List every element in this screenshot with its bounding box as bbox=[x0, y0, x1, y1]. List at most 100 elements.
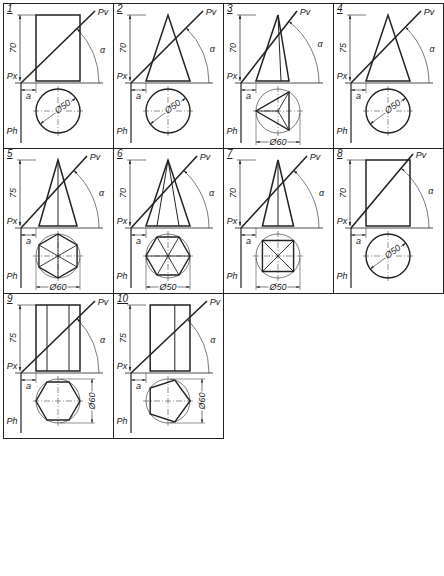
projection-panel bbox=[125, 156, 213, 290]
trace-label: Ph bbox=[336, 272, 347, 281]
extension-line bbox=[36, 228, 37, 238]
extension-line bbox=[190, 258, 191, 290]
pyramid-front-view bbox=[256, 15, 289, 81]
dimension-line bbox=[241, 90, 256, 91]
projection-axis bbox=[345, 83, 433, 84]
trace-label: Ph bbox=[116, 127, 127, 136]
pyramid-edge bbox=[168, 160, 179, 226]
axis-label: Px bbox=[7, 362, 18, 371]
plane-trace bbox=[131, 11, 203, 83]
top-view-circle bbox=[366, 89, 410, 133]
prism-edge bbox=[174, 305, 175, 371]
trace-label: Pv bbox=[416, 151, 427, 160]
top-view-circle bbox=[36, 89, 80, 133]
drawing-panel: 1075PvPxαaPhØ60 bbox=[113, 293, 224, 439]
top-view-circle bbox=[146, 234, 190, 278]
angle-label: α bbox=[100, 335, 105, 344]
offset-label: a bbox=[246, 92, 251, 101]
diameter-dimension: Ø50 bbox=[268, 283, 287, 292]
diameter-dimension: Ø50 bbox=[163, 98, 184, 116]
height-dimension: 75 bbox=[9, 188, 18, 198]
extension-line bbox=[146, 83, 147, 93]
angle-arc bbox=[401, 168, 429, 228]
projection-axis bbox=[235, 228, 323, 229]
pyramid-edge bbox=[256, 111, 278, 112]
diameter-dimension: Ø60 bbox=[88, 391, 97, 410]
dimension-line bbox=[21, 380, 36, 381]
trace-label: Pv bbox=[206, 8, 217, 17]
height-dimension: 70 bbox=[119, 43, 128, 53]
dimension-line bbox=[20, 305, 21, 371]
panel-number: 6 bbox=[117, 149, 123, 159]
diameter-dimension: Ø60 bbox=[268, 138, 287, 147]
dimension-line bbox=[350, 15, 351, 81]
diameter-dimension: Ø60 bbox=[198, 391, 207, 410]
offset-label: a bbox=[136, 92, 141, 101]
extension-line bbox=[36, 258, 37, 290]
extension-line bbox=[36, 83, 37, 93]
offset-label: a bbox=[356, 92, 361, 101]
extension-line bbox=[60, 423, 95, 424]
extension-line bbox=[170, 423, 205, 424]
trace-label: Ph bbox=[226, 272, 237, 281]
pyramid-edge bbox=[58, 245, 77, 256]
extension-line bbox=[146, 228, 147, 238]
projection-panel bbox=[125, 11, 213, 143]
diameter-dimension: Ø60 bbox=[48, 283, 67, 292]
dimension-line bbox=[21, 235, 36, 236]
plane-trace bbox=[21, 156, 87, 228]
cone-front-view bbox=[366, 15, 410, 81]
trace-label: Pv bbox=[90, 153, 101, 162]
axis-label: Px bbox=[117, 217, 128, 226]
axis-label: Px bbox=[227, 72, 238, 81]
angle-arc bbox=[188, 319, 209, 373]
drawing-panel: 575PvPxαaPhØ60 bbox=[3, 148, 114, 294]
trace-label: Ph bbox=[226, 127, 237, 136]
pyramid-edge bbox=[146, 256, 168, 257]
horizontal-trace bbox=[240, 83, 241, 143]
prism-edge bbox=[69, 305, 70, 371]
projection-axis bbox=[15, 373, 103, 374]
height-dimension: 70 bbox=[229, 43, 238, 53]
drawing-panel: 170PvPxαaPhØ50 bbox=[3, 3, 114, 149]
trace-label: Ph bbox=[6, 127, 17, 136]
extension-line bbox=[366, 228, 367, 238]
offset-label: a bbox=[136, 382, 141, 391]
height-dimension: 75 bbox=[9, 333, 18, 343]
trace-label: Ph bbox=[336, 127, 347, 136]
drawing-panel: 370PvPxαaPhØ60 bbox=[223, 3, 334, 149]
dimension-line bbox=[130, 305, 131, 371]
panel-number: 3 bbox=[227, 4, 233, 14]
top-view-circle bbox=[256, 89, 300, 133]
projection-axis bbox=[125, 228, 213, 229]
trace-label: Ph bbox=[116, 417, 127, 426]
pyramid-edge bbox=[262, 240, 293, 271]
angle-label: α bbox=[209, 188, 214, 197]
pyramid-front-view bbox=[262, 160, 293, 226]
projection-axis bbox=[15, 83, 103, 84]
horizontal-trace bbox=[20, 228, 21, 288]
prism-edge bbox=[47, 305, 48, 371]
axis-label: Px bbox=[117, 72, 128, 81]
drawing-panel: 770PvPxαaPhØ50 bbox=[223, 148, 334, 294]
panel-number: 4 bbox=[337, 4, 343, 14]
drawing-panel: 270PvPxαaPhØ50 bbox=[113, 3, 224, 149]
projection-axis bbox=[15, 228, 103, 229]
horizontal-trace bbox=[130, 83, 131, 143]
offset-label: a bbox=[136, 237, 141, 246]
panel-number: 1 bbox=[7, 4, 13, 14]
pyramid-edge bbox=[168, 256, 179, 275]
diameter-dimension: Ø50 bbox=[383, 98, 404, 116]
extension-line bbox=[300, 258, 301, 290]
pyramid-edge bbox=[278, 160, 279, 226]
horizontal-trace bbox=[20, 83, 21, 143]
pyramid-edge bbox=[157, 256, 168, 275]
offset-label: a bbox=[356, 237, 361, 246]
panel-number: 8 bbox=[337, 149, 343, 159]
dimension-line bbox=[240, 160, 241, 226]
pyramid-edge bbox=[157, 237, 168, 256]
angle-arc bbox=[294, 171, 319, 228]
plane-trace bbox=[351, 154, 413, 228]
dimension-line bbox=[130, 15, 131, 81]
